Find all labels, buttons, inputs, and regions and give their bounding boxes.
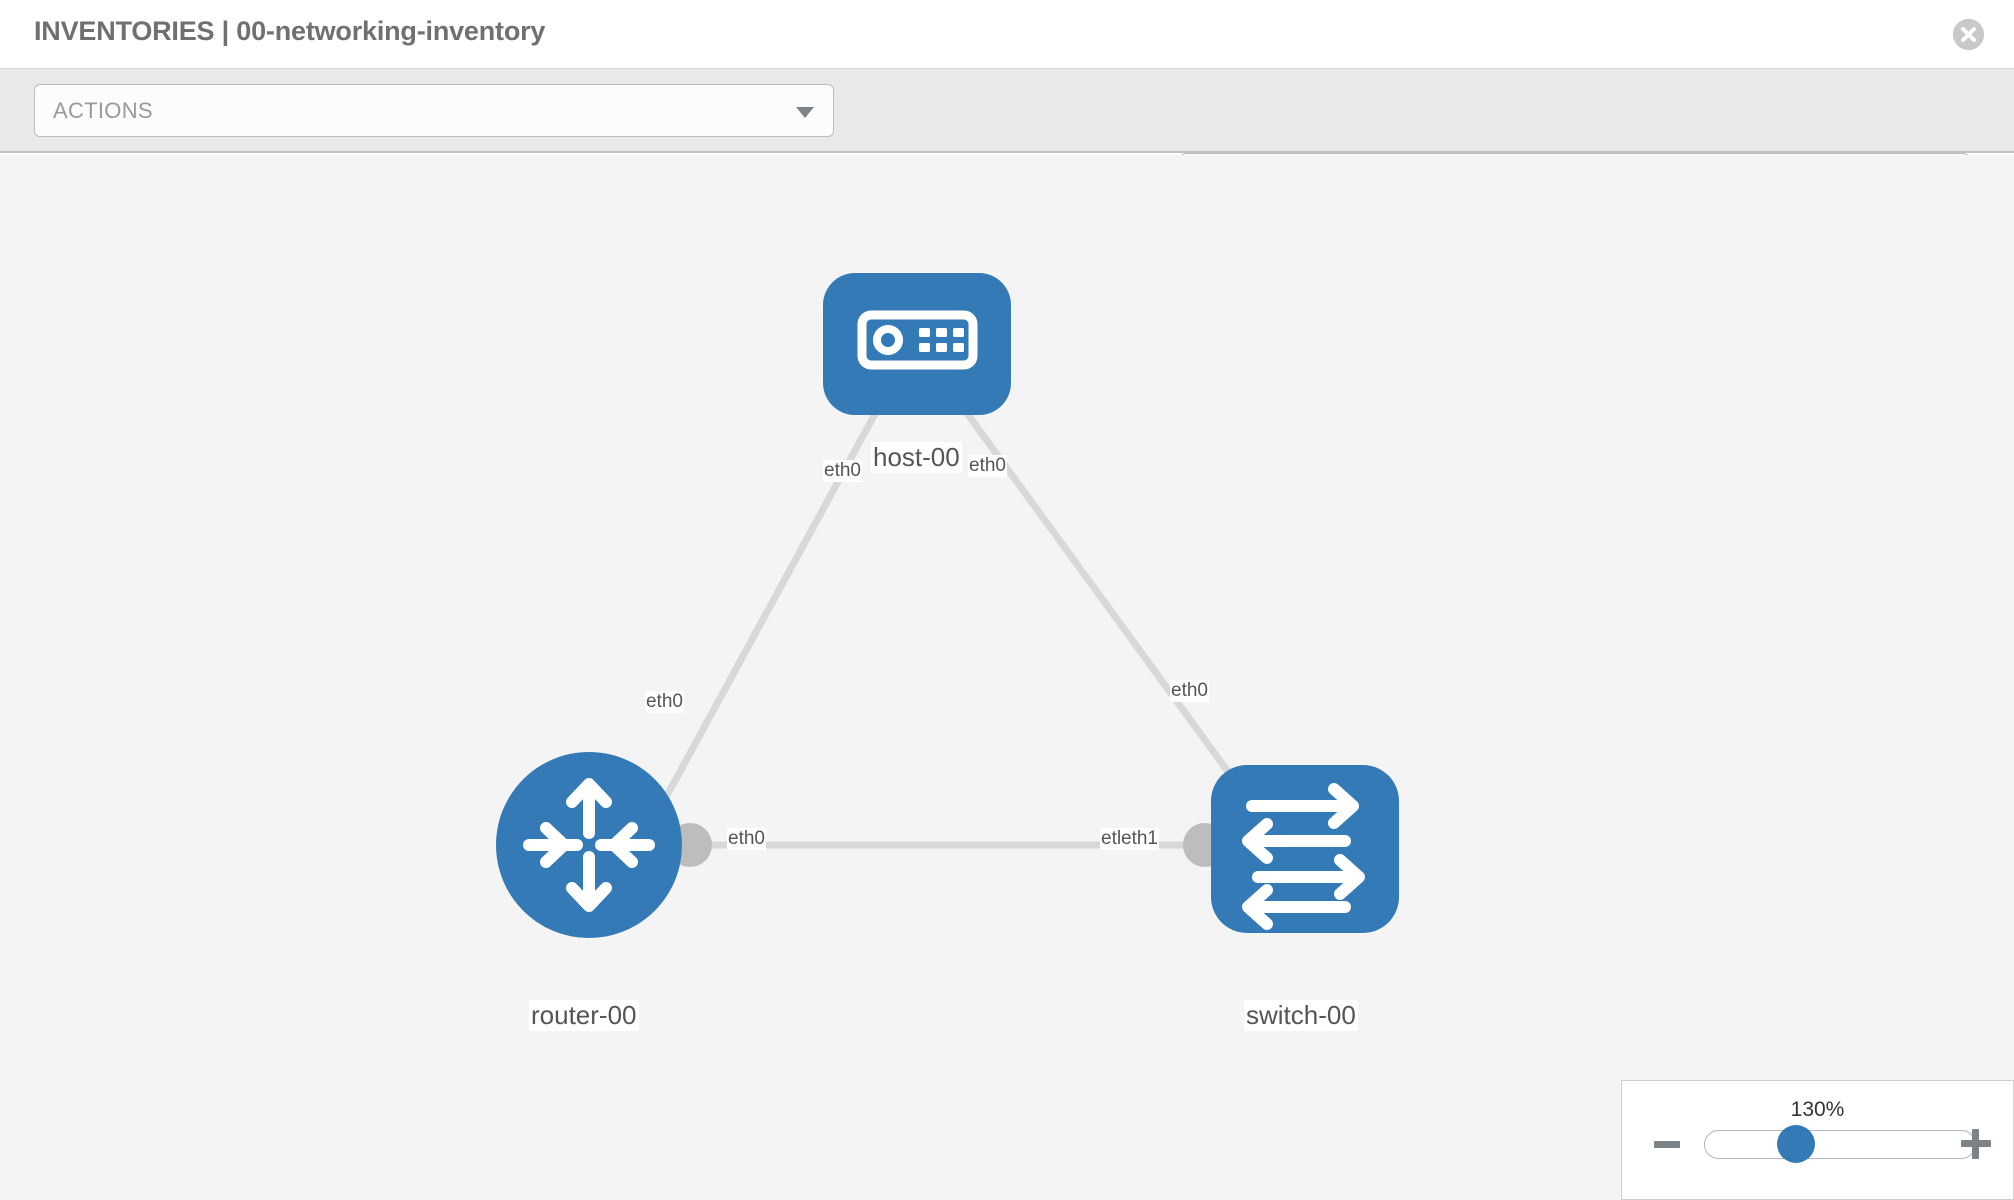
node-label-host-00: host-00 [871, 442, 962, 473]
zoom-out-button[interactable] [1654, 1141, 1680, 1148]
close-icon[interactable] [1953, 19, 1984, 50]
topology-node-switch-00[interactable] [1211, 765, 1399, 933]
page-header: INVENTORIES | 00-networking-inventory [0, 0, 2014, 69]
zoom-slider-handle[interactable] [1777, 1125, 1815, 1163]
actions-dropdown-label: ACTIONS [53, 98, 153, 123]
router-node-shape[interactable] [496, 752, 682, 938]
chevron-down-icon [796, 107, 814, 118]
server-appliance-icon [857, 310, 978, 370]
page-title: INVENTORIES | 00-networking-inventory [34, 16, 546, 46]
zoom-control-panel: 130% [1621, 1080, 2014, 1200]
edge-label-switch-left: eth1 [1120, 828, 1159, 850]
edge-label-router-up: eth0 [645, 691, 684, 713]
edge-label-host-right: eth0 [968, 455, 1007, 477]
topology-canvas[interactable]: host-00 router-00 switch-00 eth0 eth0 et… [0, 155, 2014, 1200]
node-label-router-00: router-00 [529, 1000, 639, 1031]
edge-label-host-left: eth0 [823, 460, 862, 482]
edge-label-router-right: eth0 [727, 828, 766, 850]
zoom-in-button[interactable] [1961, 1129, 1991, 1159]
topology-node-router-00[interactable] [496, 752, 682, 938]
host-node-shape[interactable] [823, 273, 1011, 415]
edge-label-switch-up: eth0 [1170, 680, 1209, 702]
topology-connectors [668, 361, 1262, 867]
close-icon-glyph [1953, 19, 1984, 50]
topology-graph [496, 273, 1399, 938]
link-router-host [636, 388, 892, 847]
bidirectional-arrows-icon [1242, 783, 1365, 930]
actions-dropdown[interactable]: ACTIONS [34, 84, 834, 137]
zoom-slider-track[interactable] [1704, 1130, 1976, 1159]
zoom-level-value: 130% [1790, 1098, 1845, 1121]
toolbar: ACTIONS SEARCH [0, 69, 2014, 206]
topology-node-host-00[interactable] [823, 273, 1011, 415]
node-label-switch-00: switch-00 [1244, 1000, 1358, 1031]
link-host-switch [947, 387, 1248, 798]
four-arrows-inward-icon [523, 778, 655, 912]
